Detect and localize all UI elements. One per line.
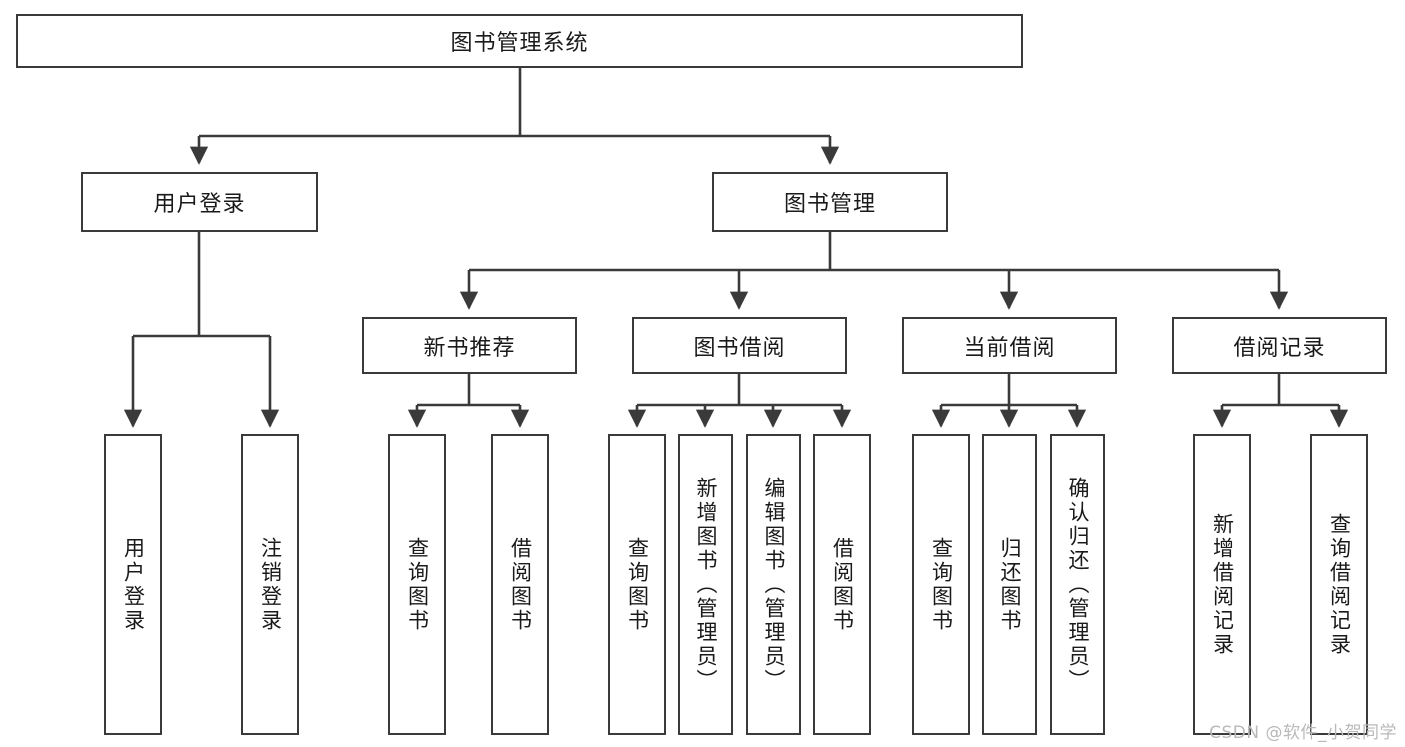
leaf-record-query[interactable]: 查询借阅记录	[1310, 434, 1368, 735]
leaf-new-book-borrow[interactable]: 借阅图书	[491, 434, 549, 735]
node-label: 编辑图书（管理员）	[762, 476, 786, 693]
node-label: 借阅图书	[508, 536, 533, 633]
leaf-user-logout[interactable]: 注销登录	[241, 434, 299, 735]
node-label: 当前借阅	[963, 335, 1056, 361]
node-label: 查询图书	[929, 536, 954, 633]
leaf-user-login[interactable]: 用户登录	[104, 434, 162, 735]
node-user-login[interactable]: 用户登录	[81, 172, 318, 232]
node-label: 确认归还（管理员）	[1066, 476, 1090, 693]
leaf-borrow-edit-book[interactable]: 编辑图书（管理员）	[746, 434, 801, 735]
leaf-current-return-book[interactable]: 归还图书	[982, 434, 1037, 735]
node-current-borrow[interactable]: 当前借阅	[902, 317, 1117, 374]
node-label: 用户登录	[153, 192, 246, 217]
node-label: 新增图书（管理员）	[694, 476, 718, 693]
node-label: 新增借阅记录	[1210, 512, 1235, 657]
leaf-new-book-query[interactable]: 查询图书	[388, 434, 446, 735]
leaf-record-add[interactable]: 新增借阅记录	[1193, 434, 1251, 735]
node-label: 查询图书	[625, 536, 650, 633]
node-root-book-management-system[interactable]: 图书管理系统	[16, 14, 1023, 68]
leaf-borrow-borrow-book[interactable]: 借阅图书	[813, 434, 871, 735]
leaf-borrow-add-book[interactable]: 新增图书（管理员）	[678, 434, 733, 735]
node-label: 用户登录	[121, 536, 146, 633]
node-label: 查询图书	[405, 536, 430, 633]
node-label: 图书借阅	[693, 335, 786, 361]
leaf-current-query-book[interactable]: 查询图书	[912, 434, 970, 735]
node-borrow-record[interactable]: 借阅记录	[1172, 317, 1387, 374]
leaf-current-confirm-return[interactable]: 确认归还（管理员）	[1050, 434, 1105, 735]
node-label: 新书推荐	[423, 335, 516, 361]
node-label: 借阅记录	[1233, 335, 1326, 361]
node-label: 注销登录	[258, 536, 283, 633]
node-label: 图书管理	[783, 192, 876, 217]
node-new-book-recommend[interactable]: 新书推荐	[362, 317, 577, 374]
leaf-borrow-query-book[interactable]: 查询图书	[608, 434, 666, 735]
node-label: 借阅图书	[830, 536, 855, 633]
node-book-management[interactable]: 图书管理	[712, 172, 948, 232]
node-label: 归还图书	[998, 536, 1022, 633]
node-book-borrow[interactable]: 图书借阅	[632, 317, 847, 374]
node-label: 查询借阅记录	[1327, 512, 1352, 657]
node-label: 图书管理系统	[450, 31, 589, 56]
